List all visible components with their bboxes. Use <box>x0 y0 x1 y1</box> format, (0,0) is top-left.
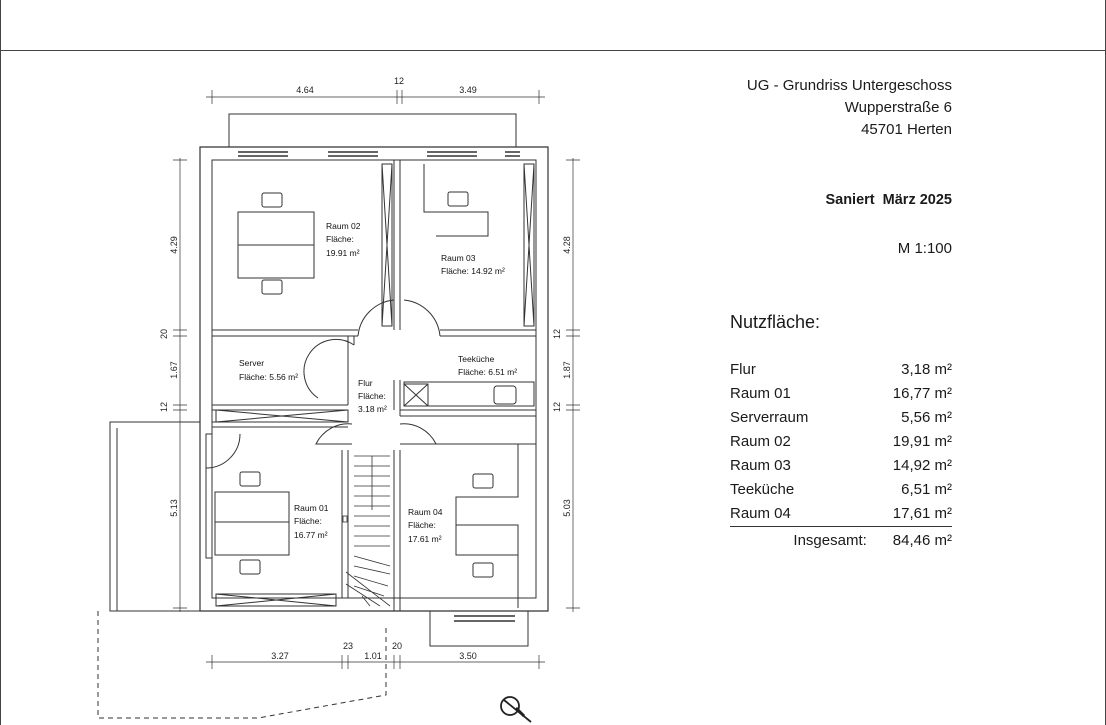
area-row: Raum 04 17,61 m² <box>730 502 952 527</box>
room-raum03-label: Fläche: 14.92 m² <box>441 266 505 276</box>
room-raum04-label: Fläche: <box>408 520 436 530</box>
floor-plan: 4.64 12 3.49 4.29 20 1.67 12 5.13 4.28 1… <box>97 76 580 723</box>
door-flur-bottom-left <box>315 423 353 445</box>
area-row: Flur 3,18 m² <box>730 358 952 382</box>
top-balcony <box>228 113 517 147</box>
dim-left-4: 12 <box>159 402 169 412</box>
area-row: Raum 02 19,91 m² <box>730 430 952 454</box>
kitchen-counter <box>403 381 535 407</box>
dim-left-5: 5.13 <box>169 499 179 517</box>
dim-right-5: 5.03 <box>562 499 572 517</box>
area-total: Insgesamt: 84,46 m² <box>730 532 952 549</box>
room-teekueche-name: Teeküche <box>458 354 495 364</box>
area-name: Teeküche <box>730 481 795 498</box>
room-raum01-label: Fläche: <box>294 516 322 526</box>
door-flur-bottom-right <box>399 423 437 445</box>
area-row: Raum 03 14,92 m² <box>730 454 952 478</box>
room-flur-label: Fläche: <box>358 391 386 401</box>
room-raum03-name: Raum 03 <box>441 253 476 263</box>
door-server <box>303 338 355 399</box>
wall-raum02-right <box>393 160 401 330</box>
door-raum03 <box>403 299 441 337</box>
desks-raum04 <box>455 444 519 608</box>
dim-top-mid: 12 <box>394 76 404 86</box>
total-label: Insgesamt: <box>793 532 867 549</box>
room-server-label: Fläche: 5.56 m² <box>239 372 298 382</box>
room-raum01-area: 16.77 m² <box>294 530 328 540</box>
area-value: 6,51 m² <box>901 481 952 498</box>
area-name: Raum 02 <box>730 433 791 450</box>
area-name: Serverraum <box>730 409 809 426</box>
windows <box>238 151 520 622</box>
wall-teekueche-bottom <box>400 409 536 417</box>
dim-bottom-5: 3.50 <box>459 651 477 661</box>
status-label: Saniert März 2025 <box>825 192 952 208</box>
outer-wall <box>199 146 549 612</box>
area-table: Flur 3,18 m² Raum 01 16,77 m² Serverraum 5,… <box>730 358 952 527</box>
terrace-outline <box>97 611 387 719</box>
stairs <box>342 455 391 607</box>
dim-left-2: 20 <box>159 329 169 339</box>
left-annex <box>109 421 200 612</box>
scale-label: M 1:100 <box>897 240 952 257</box>
room-server-name: Server <box>239 358 264 368</box>
room-raum02-label: Fläche: <box>326 234 354 244</box>
door-raum01 <box>205 433 241 469</box>
room-raum04-area: 17.61 m² <box>408 534 442 544</box>
wall-raum02-bottom <box>212 329 358 337</box>
wall-raum03-bottom <box>440 329 536 337</box>
dimension-lines <box>173 90 580 669</box>
room-raum04-name: Raum 04 <box>408 507 443 517</box>
room-raum02-area: 19.91 m² <box>326 248 360 258</box>
dim-left-3: 1.67 <box>169 361 179 379</box>
area-value: 16,77 m² <box>892 385 952 402</box>
area-value: 5,56 m² <box>901 409 952 426</box>
room-raum01-name: Raum 01 <box>294 503 329 513</box>
room-raum02-name: Raum 02 <box>326 221 361 231</box>
wall-stair-right <box>393 450 401 611</box>
wardrobes <box>205 163 535 607</box>
dim-right-1: 4.28 <box>562 236 572 254</box>
wall-teekueche-left <box>393 380 401 416</box>
title-block: UG - Grundriss Untergeschoss Wupperstraß… <box>700 75 952 141</box>
dim-bottom-4: 20 <box>392 641 402 651</box>
area-value: 19,91 m² <box>892 433 952 450</box>
area-name: Flur <box>730 361 756 378</box>
wall-server-right <box>347 336 355 405</box>
door-raum02 <box>357 299 395 337</box>
dim-right-2: 12 <box>552 329 562 339</box>
dim-top-left: 4.64 <box>296 85 314 95</box>
area-row: Serverraum 5,56 m² <box>730 406 952 430</box>
dim-right-3: 1.87 <box>562 361 572 379</box>
title-line-1: UG - Grundriss Untergeschoss <box>746 77 952 94</box>
room-flur-area: 3.18 m² <box>358 404 387 414</box>
desks-raum03 <box>423 164 489 237</box>
area-name: Raum 04 <box>730 505 791 522</box>
area-row: Raum 01 16,77 m² <box>730 382 952 406</box>
title-city: 45701 Herten <box>861 121 952 138</box>
dim-top-right: 3.49 <box>459 85 477 95</box>
area-name: Raum 01 <box>730 385 791 402</box>
zoom-magnifier-icon[interactable] <box>500 696 532 723</box>
title-address: Wupperstraße 6 <box>844 99 952 116</box>
dim-bottom-2: 23 <box>343 641 353 651</box>
area-heading: Nutzfläche: <box>730 312 821 332</box>
area-row: Teeküche 6,51 m² <box>730 478 952 502</box>
dim-bottom-1: 3.27 <box>271 651 289 661</box>
dim-left-1: 4.29 <box>169 236 179 254</box>
area-name: Raum 03 <box>730 457 791 474</box>
desks-raum02 <box>237 192 315 295</box>
bottom-step <box>429 611 529 647</box>
area-value: 17,61 m² <box>892 505 952 522</box>
area-value: 3,18 m² <box>901 361 952 378</box>
room-flur-name: Flur <box>358 378 373 388</box>
room-teekueche-label: Fläche: 6.51 m² <box>458 367 517 377</box>
dim-right-4: 12 <box>552 402 562 412</box>
total-value: 84,46 m² <box>892 532 952 549</box>
desks-raum01 <box>214 471 290 575</box>
area-value: 14,92 m² <box>892 457 952 474</box>
dim-bottom-3: 1.01 <box>364 651 382 661</box>
